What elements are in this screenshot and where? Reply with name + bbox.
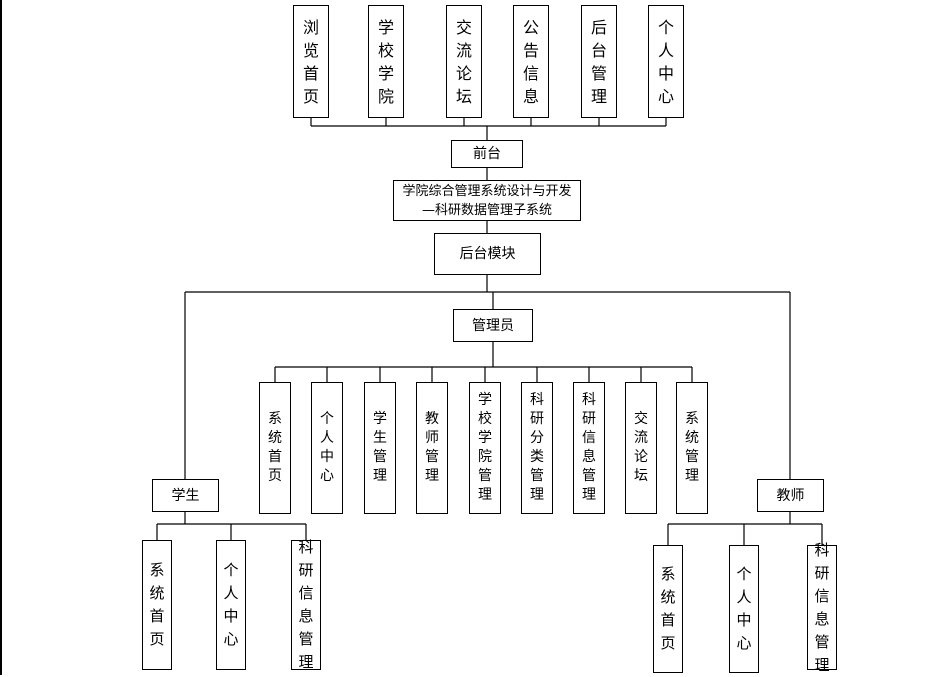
- admin-item-research-category-manage: 科研分类管理: [521, 382, 553, 514]
- front-end-label: 前台: [473, 146, 501, 162]
- student-item-label: 科研信息管理: [298, 538, 314, 671]
- top-item-announcement: 公告信息: [513, 5, 549, 118]
- teacher-node: 教师: [757, 479, 824, 512]
- admin-item-research-info-manage: 科研信息管理: [573, 382, 605, 514]
- teacher-item-system-home: 系统首页: [653, 545, 683, 673]
- teacher-label: 教师: [776, 487, 805, 504]
- top-item-label: 个人中心: [657, 17, 674, 106]
- top-item-backend-manage: 后台管理: [581, 5, 617, 118]
- teacher-item-research-info-manage: 科研信息管理: [807, 541, 837, 674]
- teacher-item-label: 个人中心: [736, 565, 752, 652]
- top-item-label: 后台管理: [590, 17, 607, 106]
- admin-item-label: 交流论坛: [633, 411, 648, 484]
- admin-item-label: 个人中心: [319, 411, 334, 484]
- teacher-item-label: 系统首页: [660, 565, 676, 652]
- admin-item-label: 系统管理: [684, 411, 699, 484]
- admin-item-college-manage: 学校学院管理: [469, 382, 501, 514]
- admin-node: 管理员: [453, 309, 533, 342]
- admin-label: 管理员: [472, 317, 514, 334]
- admin-item-system-manage: 系统管理: [676, 382, 708, 514]
- student-node: 学生: [152, 479, 219, 512]
- admin-item-label: 科研分类管理: [529, 392, 544, 503]
- top-item-browse-home: 浏览首页: [293, 5, 329, 118]
- student-item-personal-center: 个人中心: [216, 540, 246, 670]
- teacher-item-label: 科研信息管理: [814, 540, 830, 674]
- top-item-personal-center: 个人中心: [648, 5, 684, 118]
- admin-item-forum: 交流论坛: [625, 382, 657, 514]
- top-item-label: 浏览首页: [302, 17, 319, 106]
- system-title: 学院综合管理系统设计与开发—科研数据管理子系统: [402, 183, 572, 218]
- student-item-research-info-manage: 科研信息管理: [291, 538, 321, 671]
- admin-item-personal-center: 个人中心: [311, 382, 343, 514]
- top-item-forum: 交流论坛: [446, 5, 482, 118]
- admin-item-label: 教师管理: [424, 411, 439, 484]
- admin-item-student-manage: 学生管理: [364, 382, 396, 514]
- top-item-label: 公告信息: [522, 17, 539, 106]
- student-item-label: 系统首页: [149, 561, 165, 648]
- top-item-label: 学校学院: [377, 17, 394, 106]
- front-end-node: 前台: [451, 140, 523, 168]
- teacher-item-personal-center: 个人中心: [729, 545, 759, 673]
- admin-item-label: 系统首页: [267, 411, 282, 484]
- system-title-node: 学院综合管理系统设计与开发—科研数据管理子系统: [393, 180, 581, 221]
- left-border-line: [0, 0, 2, 675]
- student-label: 学生: [171, 487, 200, 504]
- admin-item-label: 科研信息管理: [581, 392, 596, 503]
- admin-item-label: 学校学院管理: [477, 392, 492, 503]
- admin-item-system-home: 系统首页: [259, 382, 291, 514]
- backend-module-label: 后台模块: [459, 246, 516, 262]
- backend-module-node: 后台模块: [434, 233, 541, 275]
- admin-item-label: 学生管理: [372, 411, 387, 484]
- student-item-label: 个人中心: [223, 561, 239, 648]
- top-item-school-college: 学校学院: [368, 5, 404, 118]
- admin-item-teacher-manage: 教师管理: [416, 382, 448, 514]
- top-item-label: 交流论坛: [455, 17, 472, 106]
- student-item-system-home: 系统首页: [142, 540, 172, 670]
